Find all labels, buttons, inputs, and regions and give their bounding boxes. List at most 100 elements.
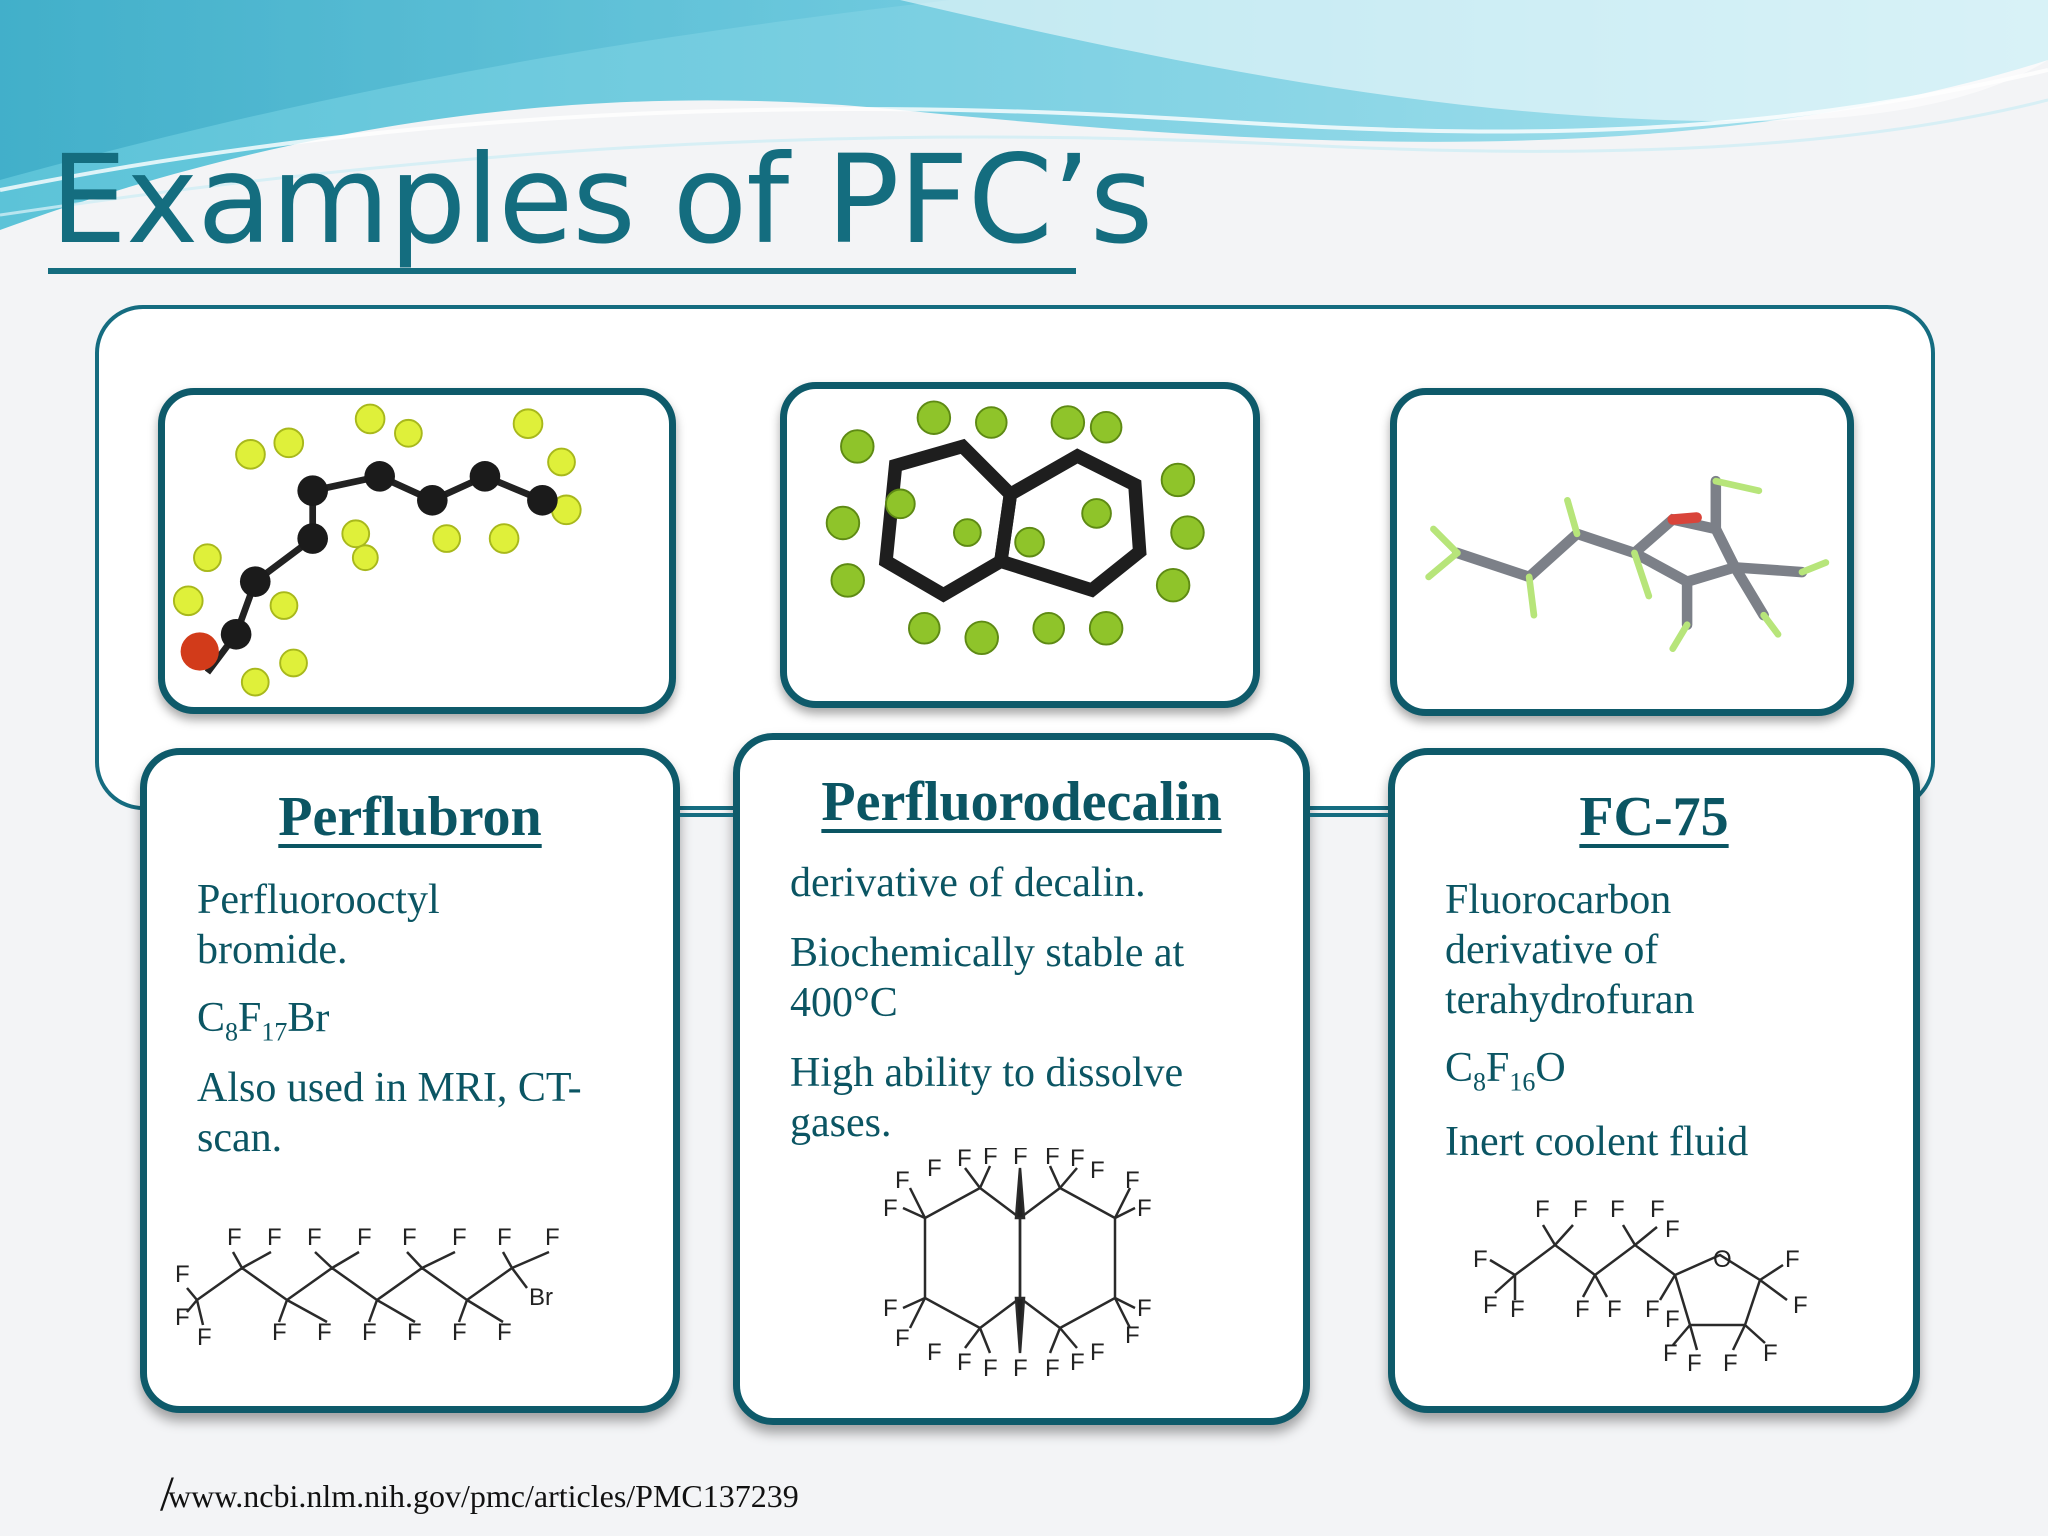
footer-slash: /: [160, 1465, 174, 1521]
svg-text:F: F: [1013, 1355, 1028, 1382]
card-perflubron: Perflubron Perfluorooctyl bromide. C8F17…: [140, 748, 680, 1413]
solubility-note: High ability to dissolve gases.: [790, 1048, 1183, 1148]
svg-text:F: F: [1665, 1216, 1680, 1243]
svg-text:F: F: [1125, 1322, 1140, 1349]
perflubron-3d-model: [158, 388, 676, 714]
svg-text:F: F: [362, 1319, 377, 1346]
svg-text:F: F: [927, 1339, 942, 1366]
svg-text:F: F: [1793, 1292, 1808, 1319]
note-line: scan.: [197, 1115, 283, 1161]
svg-text:F: F: [1723, 1350, 1738, 1377]
svg-text:F: F: [1687, 1350, 1702, 1377]
description-line: Biochemically stable at: [790, 930, 1185, 976]
slide-title: Examples of PFC’s: [50, 129, 1153, 271]
svg-text:F: F: [1125, 1167, 1140, 1194]
description-line: 400°C: [790, 980, 898, 1026]
svg-text:F: F: [175, 1304, 190, 1331]
svg-text:F: F: [1090, 1339, 1105, 1366]
description-line: Fluorocarbon: [1445, 877, 1672, 923]
chemical-formula: C8F16O: [1445, 1045, 1566, 1097]
card-perfluorodecalin: Perfluorodecalin derivative of decalin. …: [733, 733, 1310, 1425]
card-title-perfluorodecalin: Perfluorodecalin: [821, 771, 1222, 833]
svg-text:F: F: [1650, 1196, 1665, 1223]
card-note: Inert coolent fluid: [1445, 1119, 1749, 1165]
svg-text:F: F: [197, 1324, 212, 1351]
svg-text:F: F: [957, 1148, 972, 1172]
svg-text:F: F: [545, 1224, 560, 1251]
svg-text:F: F: [402, 1224, 417, 1251]
title-underline: [48, 268, 1076, 274]
svg-text:F: F: [497, 1224, 512, 1251]
svg-text:F: F: [1575, 1296, 1590, 1323]
ball-and-stick-icon: [172, 403, 582, 697]
description-line: High ability to dissolve: [790, 1050, 1184, 1096]
card-description: derivative of decalin.: [790, 860, 1146, 906]
svg-text:F: F: [1607, 1296, 1622, 1323]
description-line: Perfluorooctyl: [197, 877, 440, 923]
svg-text:F: F: [1665, 1306, 1680, 1333]
svg-text:F: F: [1137, 1195, 1152, 1222]
svg-text:F: F: [957, 1349, 972, 1376]
svg-text:F: F: [452, 1224, 467, 1251]
perflubron-structure-diagram: F F F F F F F F F F F F F F F F F Br: [175, 1224, 560, 1351]
svg-text:F: F: [1045, 1148, 1060, 1170]
svg-text:F: F: [497, 1319, 512, 1346]
fc75-3d-model: [1390, 388, 1854, 716]
svg-text:F: F: [895, 1325, 910, 1352]
fc75-structure-diagram: F F F F F F F F F F F F O F F F F F F: [1473, 1196, 1808, 1377]
header-waves: [0, 0, 2048, 230]
card-title-perflubron: Perflubron: [278, 786, 542, 848]
svg-text:F: F: [175, 1261, 190, 1288]
svg-text:F: F: [1763, 1340, 1778, 1367]
svg-text:F: F: [407, 1319, 422, 1346]
svg-text:F: F: [1013, 1148, 1028, 1170]
svg-text:F: F: [1045, 1355, 1060, 1382]
description-line: derivative of: [1445, 927, 1659, 973]
svg-text:F: F: [1535, 1196, 1550, 1223]
svg-text:F: F: [1070, 1349, 1085, 1376]
svg-text:F: F: [452, 1319, 467, 1346]
svg-text:F: F: [895, 1167, 910, 1194]
svg-text:F: F: [1483, 1292, 1498, 1319]
description-line: bromide.: [197, 927, 348, 973]
svg-text:F: F: [883, 1295, 898, 1322]
svg-text:F: F: [357, 1224, 372, 1251]
svg-text:F: F: [1573, 1196, 1588, 1223]
card-description: Perfluorooctyl bromide.: [197, 875, 440, 975]
svg-text:F: F: [272, 1319, 287, 1346]
stability-note: Biochemically stable at 400°C: [790, 928, 1184, 1028]
svg-text:F: F: [317, 1319, 332, 1346]
svg-text:F: F: [1070, 1148, 1085, 1172]
perfluorodecalin-3d-model: [780, 382, 1260, 708]
ball-and-stick-icon: [825, 400, 1205, 656]
stick-model-icon: [1425, 475, 1830, 653]
description-line: terahydrofuran: [1445, 977, 1695, 1023]
svg-text:F: F: [1663, 1340, 1678, 1367]
frame-connector: [1310, 813, 1388, 817]
frame-connector: [680, 813, 733, 817]
svg-text:F: F: [1510, 1296, 1525, 1323]
svg-text:Br: Br: [529, 1284, 553, 1311]
svg-text:F: F: [1645, 1296, 1660, 1323]
card-note: Also used in MRI, CT- scan.: [197, 1063, 582, 1163]
card-title-fc75: FC-75: [1579, 786, 1729, 848]
chemical-formula: C8F17Br: [197, 995, 330, 1047]
svg-text:F: F: [1610, 1196, 1625, 1223]
perfluorodecalin-structure-diagram: F F F F F F F F F F F F F F F F F F F F …: [883, 1148, 1152, 1382]
svg-text:F: F: [307, 1224, 322, 1251]
description-line: gases.: [790, 1100, 892, 1146]
svg-text:F: F: [1137, 1295, 1152, 1322]
svg-text:F: F: [267, 1224, 282, 1251]
note-line: Also used in MRI, CT-: [197, 1065, 582, 1111]
svg-text:O: O: [1713, 1246, 1732, 1273]
svg-text:F: F: [227, 1224, 242, 1251]
svg-text:F: F: [927, 1155, 942, 1182]
svg-text:F: F: [983, 1148, 998, 1170]
card-description: Fluorocarbon derivative of terahydrofura…: [1445, 875, 1695, 1025]
svg-text:F: F: [1785, 1246, 1800, 1273]
svg-text:F: F: [883, 1195, 898, 1222]
svg-text:F: F: [1473, 1246, 1488, 1273]
svg-text:F: F: [1090, 1157, 1105, 1184]
source-link[interactable]: www.ncbi.nlm.nih.gov/pmc/articles/PMC137…: [168, 1478, 799, 1514]
card-fc75: FC-75 Fluorocarbon derivative of terahyd…: [1388, 748, 1920, 1413]
